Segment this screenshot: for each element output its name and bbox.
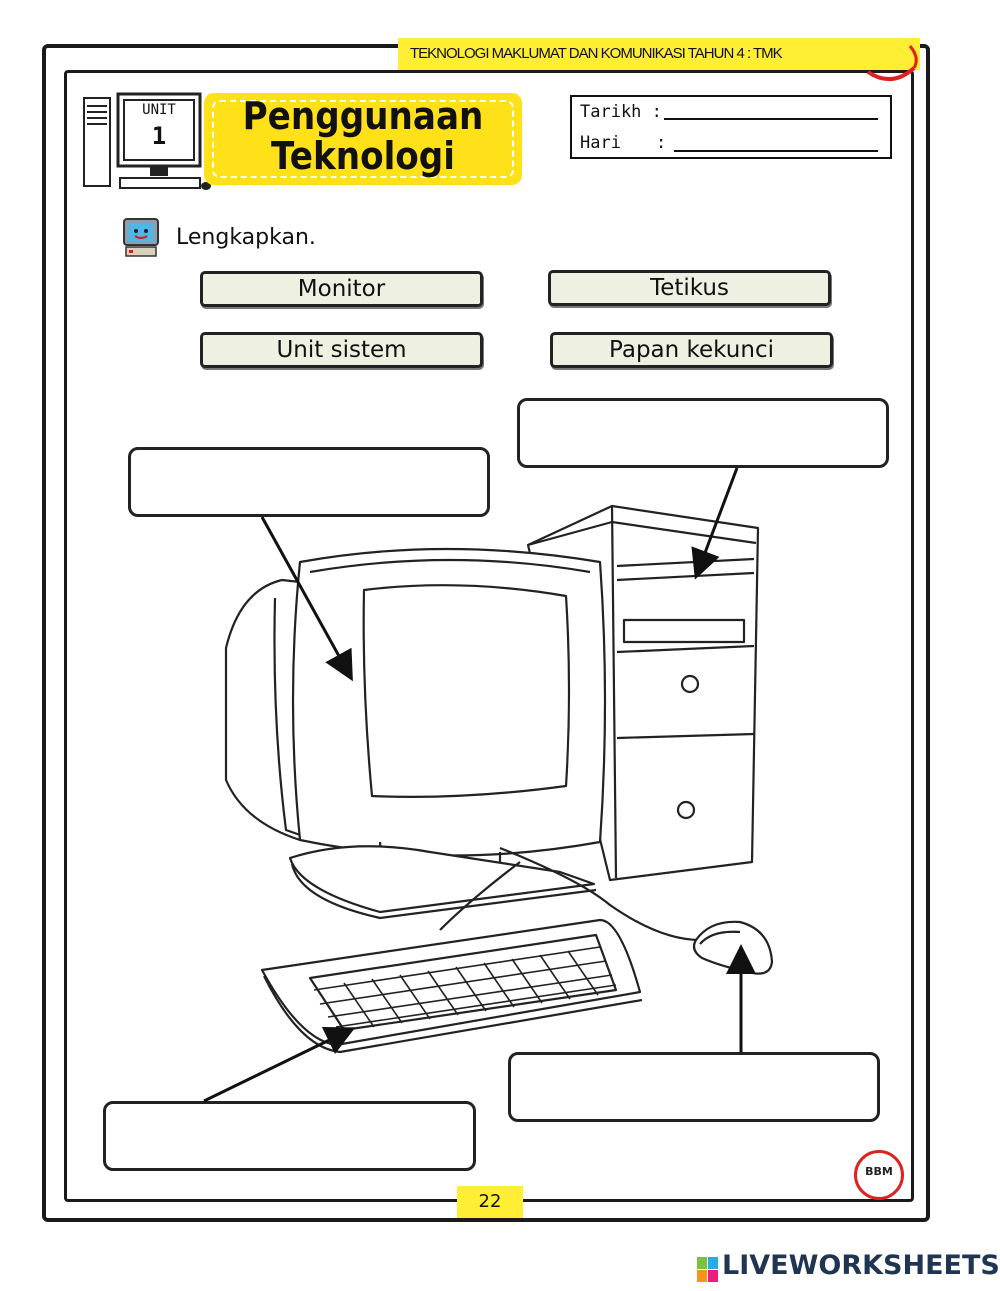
arrow-to-keyboard <box>203 1027 356 1103</box>
unit-computer-icon <box>83 92 211 190</box>
corner-logo-icon <box>866 45 918 81</box>
answer-box-system-unit[interactable] <box>517 398 889 468</box>
keyboard <box>260 918 643 1054</box>
tarikh-field[interactable] <box>664 118 878 120</box>
monitor <box>224 547 607 920</box>
liveworksheets-brand[interactable]: LIVEWORKSHEETS <box>722 1250 1000 1281</box>
arrow-to-system-unit <box>691 467 739 580</box>
arrow-to-monitor <box>260 516 353 682</box>
title-line-1: Penggunaan <box>242 94 484 138</box>
word-chip-monitor[interactable]: Monitor <box>200 271 483 307</box>
hari-label: Hari <box>580 133 621 153</box>
unit-number: 1 <box>151 122 167 150</box>
bbm-badge-text: BBM <box>865 1165 893 1178</box>
answer-box-keyboard[interactable] <box>103 1101 476 1171</box>
subject-banner: TEKNOLOGI MAKLUMAT DAN KOMUNIKASI TAHUN … <box>398 38 920 70</box>
tarikh-label: Tarikh : <box>580 102 662 122</box>
word-chip-papan-kekunci[interactable]: Papan kekunci <box>550 332 833 368</box>
instruction-text: Lengkapkan. <box>176 225 316 250</box>
title-banner-dashed-border <box>212 100 514 178</box>
title-line-2: Teknologi <box>271 134 455 178</box>
computer-mascot-icon <box>123 218 159 257</box>
hari-colon: : <box>656 133 667 153</box>
word-chip-unit-sistem[interactable]: Unit sistem <box>200 332 483 368</box>
date-box <box>570 95 892 159</box>
unit-word: UNIT <box>142 102 176 118</box>
mouse <box>692 920 774 975</box>
answer-box-monitor[interactable] <box>128 447 490 517</box>
liveworksheets-logo-icon <box>697 1257 718 1282</box>
title-banner <box>204 93 522 185</box>
word-chip-tetikus[interactable]: Tetikus <box>548 270 831 306</box>
bbm-badge-icon: BBM <box>854 1150 904 1200</box>
page-number: 22 <box>457 1186 523 1218</box>
answer-box-mouse[interactable] <box>508 1052 880 1122</box>
page-title: Penggunaan Teknologi <box>227 96 499 176</box>
hari-field[interactable] <box>674 150 878 152</box>
